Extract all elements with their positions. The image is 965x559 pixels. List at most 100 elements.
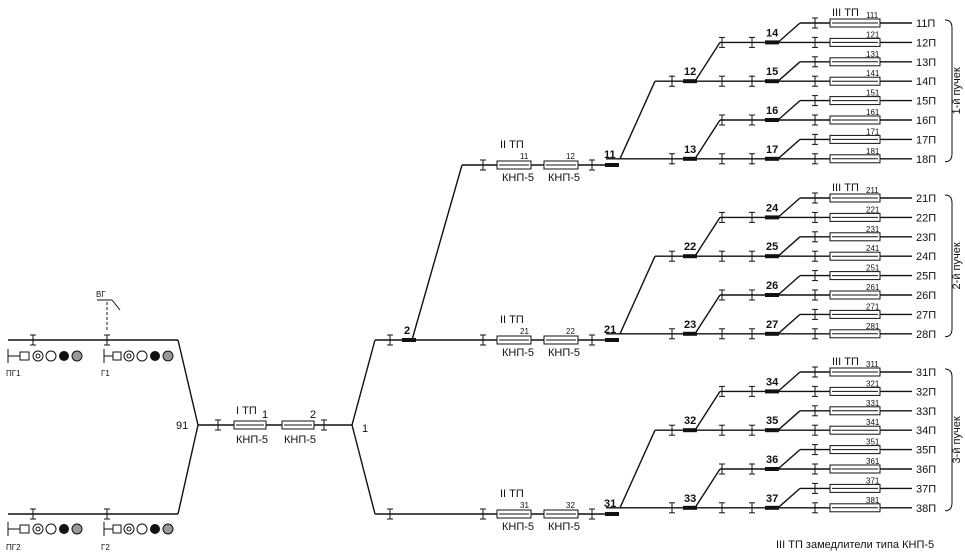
bundle-label: 2-й пучек	[951, 242, 963, 289]
switch-label: 25	[766, 241, 778, 253]
tp2-r1-num: 21	[520, 327, 529, 336]
insulating-joint	[719, 75, 725, 87]
tp2-r1-type: КНП-5	[502, 521, 534, 533]
switch-label: 35	[766, 415, 778, 427]
switch-label: 37	[766, 493, 778, 505]
insulating-joint	[812, 463, 818, 475]
switch-point-mark	[683, 254, 697, 259]
label-g1: Г1	[101, 369, 110, 378]
insulating-joint	[719, 463, 725, 475]
tp2-title: II ТП	[500, 139, 524, 151]
insulating-joint	[812, 482, 818, 494]
switch-point-mark	[605, 163, 619, 167]
retarder-number: 371	[866, 476, 880, 485]
tp2-title: II ТП	[500, 488, 524, 500]
track-label: 36П	[916, 464, 936, 476]
switch-point-mark	[765, 428, 779, 433]
insulating-joint	[719, 328, 725, 340]
insulating-joint	[749, 250, 755, 262]
track-label: 12П	[916, 37, 936, 49]
track-label: 24П	[916, 251, 936, 263]
insulating-joint	[749, 289, 755, 301]
switch-point-mark	[765, 118, 779, 122]
main-switch-label: 31	[604, 498, 616, 510]
switch-2-label: 2	[404, 325, 410, 337]
switch-point-mark	[605, 338, 619, 342]
switch-label: 16	[766, 105, 778, 117]
bundle-brace	[944, 19, 953, 163]
track-label: 28П	[916, 329, 936, 341]
hump-section	[198, 419, 352, 431]
insulating-joint	[480, 334, 486, 346]
switch-point-mark	[683, 505, 697, 510]
switch-point-mark	[765, 467, 779, 471]
retarder-number: 141	[866, 69, 880, 78]
tp2-r1-num: 11	[520, 152, 529, 161]
bundle-2: 22232425262721121П22122П23123П24124П2512…	[606, 182, 963, 341]
insulating-joint	[719, 385, 725, 397]
switch-label: 34	[766, 376, 779, 388]
insulating-joint	[719, 211, 725, 223]
insulating-joint	[812, 95, 818, 107]
track-label: 16П	[916, 115, 936, 127]
track-label: 35П	[916, 445, 936, 457]
retarder-number: 261	[866, 283, 880, 292]
insulating-joint	[812, 502, 818, 514]
retarder-number: 161	[866, 108, 880, 117]
insulating-joint	[812, 385, 818, 397]
insulating-joint	[719, 36, 725, 48]
switch-label: 33	[684, 493, 696, 505]
retarder-number: 151	[866, 89, 880, 98]
retarder-number: 361	[866, 457, 880, 466]
track-label: 25П	[916, 271, 936, 283]
insulating-joint	[812, 36, 818, 48]
insulating-joint	[812, 153, 818, 165]
insulating-joint	[669, 424, 675, 436]
signal-pg1-lamps	[45, 350, 83, 362]
track-label: 18П	[916, 154, 936, 166]
switch-point-mark	[765, 254, 779, 259]
track-label: 11П	[916, 18, 935, 30]
retarder-number: 111	[866, 11, 879, 20]
track-label: 32П	[916, 386, 936, 398]
switch-point-mark	[765, 293, 779, 297]
switch-point-mark	[765, 215, 779, 220]
track-label: 38П	[916, 503, 936, 515]
track-label: 33П	[916, 406, 936, 418]
main-switch-label: 21	[604, 324, 616, 336]
insulating-joint	[669, 250, 675, 262]
switch-point-mark	[605, 512, 619, 516]
insulating-joint	[749, 211, 755, 223]
insulating-joint	[812, 250, 818, 262]
insulating-joint	[719, 153, 725, 165]
insulating-joint	[812, 133, 818, 145]
bundle-brace	[944, 194, 953, 338]
signal-pg2	[7, 522, 83, 536]
track-label: 26П	[916, 290, 936, 302]
bundle-1: 12131415161711111П12112П13113П14114П1511…	[606, 7, 963, 166]
insulating-joint	[812, 211, 818, 223]
tp2-r2-type: КНП-5	[548, 172, 580, 184]
track-label: 34П	[916, 425, 936, 437]
insulating-joint	[719, 289, 725, 301]
insulating-joint	[812, 75, 818, 87]
track-label: 15П	[916, 96, 936, 108]
switch-label: 27	[766, 319, 778, 331]
arrival-tracks	[8, 299, 199, 520]
track-label: 37П	[916, 483, 936, 495]
retarder-number: 251	[866, 264, 880, 273]
switch-point-mark	[765, 79, 779, 84]
retarder-number: 181	[866, 147, 880, 156]
insulating-joint	[669, 502, 675, 514]
insulating-joint	[719, 502, 725, 514]
insulating-joint	[812, 424, 818, 436]
insulating-joint	[749, 75, 755, 87]
main-switch-label: 11	[604, 149, 616, 161]
retarder-number: 271	[866, 302, 880, 311]
switch-label: 17	[766, 144, 778, 156]
tp1-r1-num: 1	[262, 409, 268, 421]
retarder-number: 131	[866, 50, 880, 59]
